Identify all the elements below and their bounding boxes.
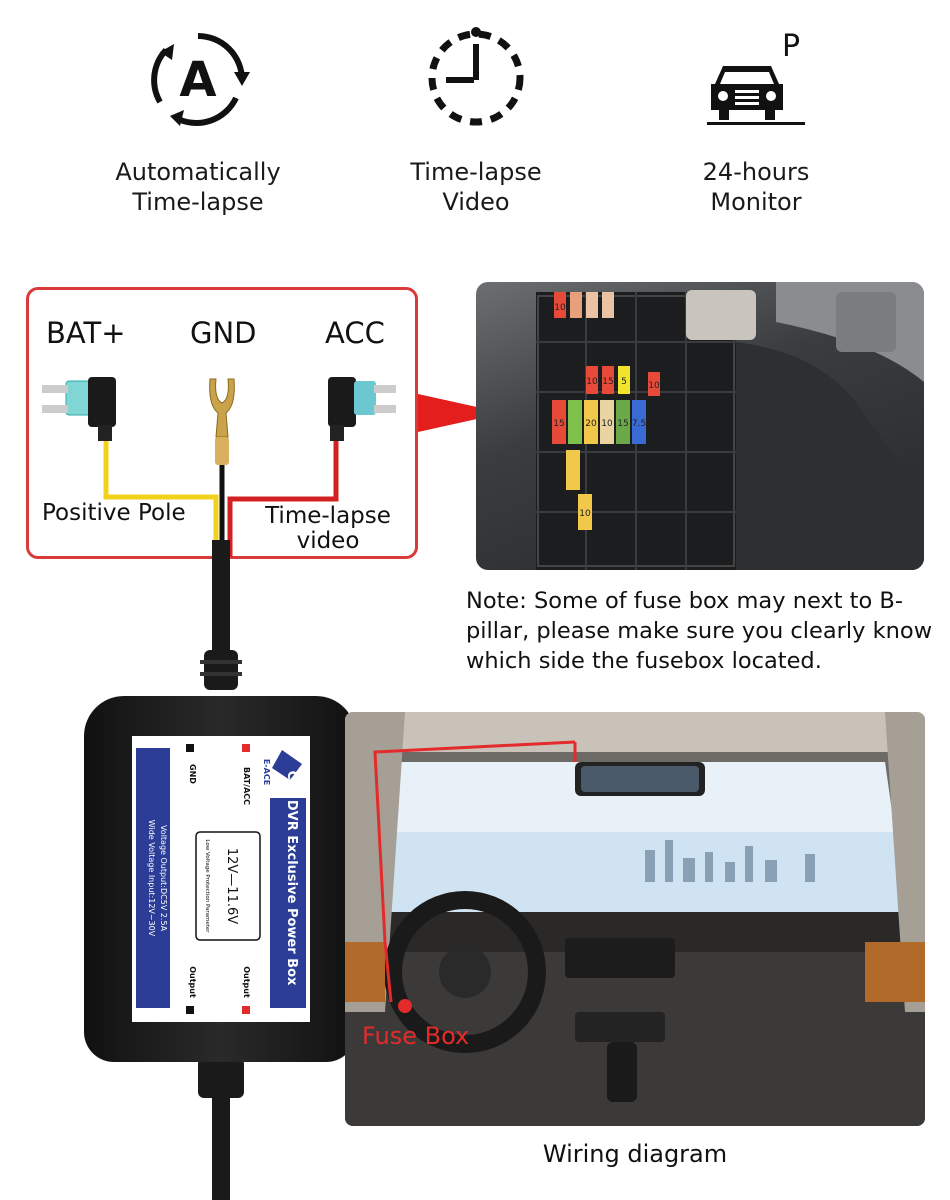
fuse-number: 15 [553,419,564,429]
parking-monitor-icon: P [707,29,805,125]
fuse-number: 10 [648,381,660,391]
acc-label: ACC [325,316,385,350]
car-interior-photo [345,712,925,1126]
feature-label-timelapse: Time-lapse Video [410,158,542,216]
wiring-drawing [42,377,396,557]
protection-value: 12V—11.6V [224,848,239,924]
fuse-number: 10 [601,419,613,429]
cable [198,540,244,1200]
positive-pole-label: Positive Pole [42,500,186,526]
power-box-bat-acc: BAT/ACC [242,767,251,805]
power-box: Car DVR Exclusive Power Box E-ACE BAT/AC… [84,696,356,1062]
fuse-number: 5 [621,377,627,387]
spec-output: Voltage Output:DC5V 2.5A [159,825,168,932]
feature-label-monitor: 24-hours Monitor [702,158,810,216]
bat-label: BAT+ [46,316,126,350]
diagram-caption: Wiring diagram [542,1140,728,1168]
fuse-number: 10 [579,509,591,519]
feature-label-auto: Automatically Time-lapse [115,158,281,216]
fuse-location-note: Note: Some of fuse box may next to B-pil… [466,588,933,674]
auto-timelapse-icon: A [151,33,250,126]
fuse-box-label: Fuse Box [362,1022,470,1050]
parking-badge: P [782,29,800,64]
timelapse-wire-label: Time-lapse video [265,503,391,554]
power-box-brand: E-ACE [262,759,271,785]
power-box-output-1: Output [242,966,251,998]
acc-wire [227,437,339,557]
fuse-number: 15 [617,419,628,429]
fuse-box-marker [398,999,412,1013]
fuse-number: 20 [585,419,597,429]
fuse-number: 10 [586,377,598,387]
fuse-number: 15 [602,377,613,387]
positive-wire [103,437,219,557]
fuse-box-photo: 10 10 15 5 10 15 20 10 15 7.5 10 [476,282,924,570]
svg-text:A: A [179,52,216,108]
spec-input: Wide Voltage Input:12V~30V [147,820,156,937]
bat-fuse-tap-icon [42,377,116,441]
protection-title: Low Voltage Protection Parameter [204,839,210,933]
power-box-label: Car DVR Exclusive Power Box E-ACE BAT/AC… [132,736,310,1022]
power-box-gnd: GND [188,764,197,784]
acc-fuse-tap-icon [328,377,396,441]
timelapse-clock-icon [428,27,524,126]
power-box-title: Car DVR Exclusive Power Box [284,771,299,986]
power-box-output-2: Output [188,966,197,998]
fuse-number: 10 [554,303,566,313]
routing-line [373,740,576,1003]
pointer-arrow [418,394,504,432]
ground-terminal-icon [209,378,235,465]
brand-logo-icon [272,750,302,780]
gnd-label: GND [190,316,257,350]
fuse-number: 7.5 [632,419,646,429]
